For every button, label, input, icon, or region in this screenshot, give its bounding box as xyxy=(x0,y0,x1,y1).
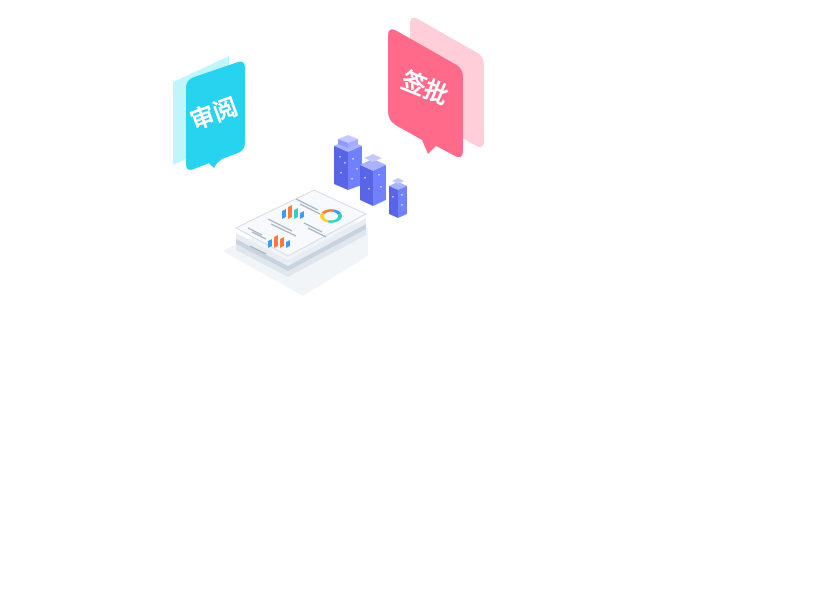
speech-bubble-icon xyxy=(186,61,245,170)
report-documents-icon xyxy=(224,189,368,296)
building-small xyxy=(389,178,407,218)
review-bubble-tail xyxy=(206,155,222,168)
paper-edge xyxy=(236,228,366,277)
building-windows xyxy=(339,156,403,206)
speech-bubble-icon xyxy=(388,29,463,158)
paper-edge xyxy=(236,218,366,266)
bar-chart-icon xyxy=(282,205,304,219)
building-medium xyxy=(360,154,386,206)
donut-chart-icon xyxy=(320,209,342,223)
review-speech-bubble: 审阅 xyxy=(173,56,245,170)
paper-text-lines xyxy=(247,198,327,255)
paper-edge xyxy=(236,223,366,271)
building-tall xyxy=(334,135,362,190)
office-buildings-icon xyxy=(334,135,407,218)
bar-chart-icon xyxy=(268,235,290,248)
approve-speech-bubble: 签批 xyxy=(388,17,484,158)
